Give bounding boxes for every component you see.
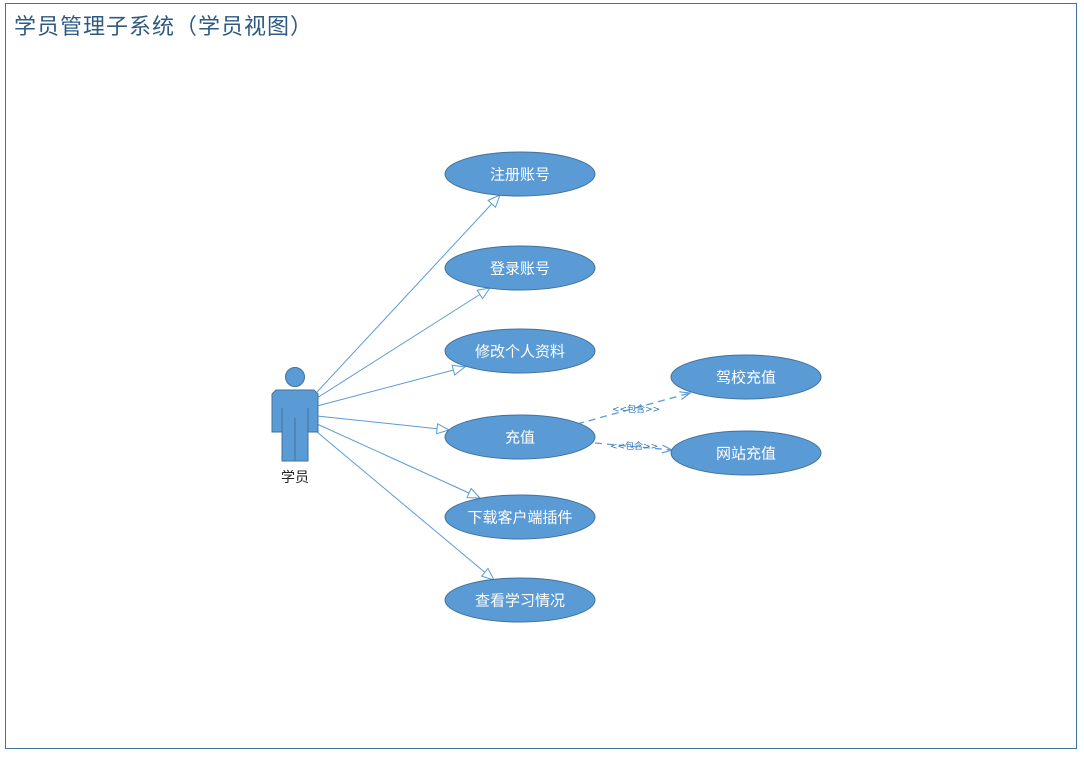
use-case-label: 下载客户端插件 xyxy=(467,509,572,527)
associations xyxy=(316,195,500,580)
association-register xyxy=(316,195,500,393)
association-download xyxy=(316,423,480,498)
include-line-school-recharge xyxy=(576,393,690,425)
use-case-recharge[interactable]: 充值 xyxy=(444,414,596,460)
include-label-school-recharge: <<包含>> xyxy=(612,403,660,415)
diagram-title: 学员管理子系统（学员视图） xyxy=(14,15,314,40)
include-line-web-recharge xyxy=(594,442,672,450)
association-recharge xyxy=(316,415,449,430)
use-case-edit-profile[interactable]: 修改个人资料 xyxy=(444,328,596,374)
use-case-label: 驾校充值 xyxy=(716,369,776,387)
use-case-download[interactable]: 下载客户端插件 xyxy=(444,494,596,540)
use-case-label: 修改个人资料 xyxy=(475,343,565,361)
include-label-web-recharge: <<包含>> xyxy=(610,440,658,452)
use-case-login[interactable]: 登录账号 xyxy=(444,245,596,291)
actor-label: 学员 xyxy=(281,470,309,486)
system-boundary xyxy=(5,3,1077,749)
use-case-register[interactable]: 注册账号 xyxy=(444,151,596,197)
association-edit-profile xyxy=(316,367,465,407)
use-case-label: 登录账号 xyxy=(490,260,550,278)
use-case-label: 充值 xyxy=(505,429,535,447)
actor-student[interactable]: 学员 xyxy=(271,367,319,487)
use-case-study[interactable]: 查看学习情况 xyxy=(444,577,596,623)
use-case-label: 查看学习情况 xyxy=(475,592,565,610)
actor-head xyxy=(285,367,305,387)
use-case-school-recharge[interactable]: 驾校充值 xyxy=(670,354,822,400)
include-relations: <<包含>> <<包含>> xyxy=(576,393,690,452)
use-case-label: 网站充值 xyxy=(716,445,776,463)
association-login xyxy=(316,288,490,399)
use-case-label: 注册账号 xyxy=(490,166,550,184)
use-case-web-recharge[interactable]: 网站充值 xyxy=(670,430,822,476)
association-study xyxy=(316,431,494,580)
